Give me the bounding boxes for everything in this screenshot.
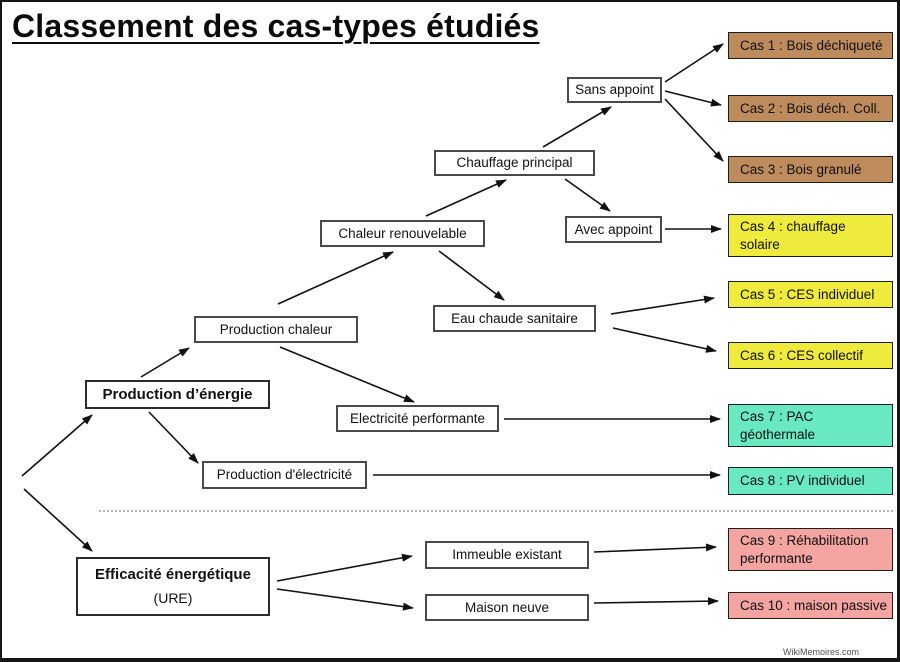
case-box-cas-5: Cas 5 : CES individuel [728, 281, 893, 308]
case-box-cas-9: Cas 9 : Réhabilitation performante [728, 528, 893, 571]
node-avec-appoint: Avec appoint [565, 216, 662, 243]
node-electricite-performante: Electricité performante [336, 405, 499, 432]
node-label: Avec appoint [574, 221, 653, 237]
case-box-cas-8: Cas 8 : PV individuel [728, 467, 893, 495]
arrow-start-to-efficacite-energetique [23, 488, 93, 552]
node-immeuble-existant: Immeuble existant [425, 541, 589, 569]
arrow-chaleur-renouvelable-to-chauffage-principal [425, 179, 507, 217]
node-chaleur-renouvelable: Chaleur renouvelable [320, 220, 485, 247]
node-label: Immeuble existant [452, 547, 562, 562]
case-label: Cas 5 : CES individuel [740, 286, 875, 302]
node-eau-chaude-sanitaire: Eau chaude sanitaire [433, 305, 596, 332]
node-label: Chauffage principal [456, 155, 573, 170]
case-box-cas-7: Cas 7 : PAC géothermale [728, 404, 893, 447]
arrow-chauffage-principal-to-avec-appoint [564, 178, 611, 212]
node-sans-appoint: Sans appoint [567, 77, 662, 103]
arrow-eau-chaude-sanitaire-to-cas-5 [610, 295, 715, 315]
node-label: Production d’énergie [102, 385, 253, 403]
case-label: Cas 10 : maison passive [740, 597, 888, 613]
case-box-cas-2: Cas 2 : Bois déch. Coll. [728, 95, 893, 122]
arrow-efficacite-energetique-to-immeuble-existant [276, 553, 413, 582]
case-label: Cas 7 : PAC géothermale [740, 408, 816, 442]
node-label: Electricité performante [349, 410, 486, 426]
node-label: Production chaleur [219, 321, 333, 337]
case-label: Cas 3 : Bois granulé [740, 161, 862, 177]
node-label: Efficacité énergétique [95, 566, 251, 583]
arrow-eau-chaude-sanitaire-to-cas-6 [612, 327, 717, 353]
case-box-cas-3: Cas 3 : Bois granulé [728, 156, 893, 183]
case-label: Cas 8 : PV individuel [740, 473, 865, 488]
page-title: Classement des cas-types étudiés [12, 8, 540, 44]
case-box-cas-1: Cas 1 : Bois déchiqueté [728, 32, 893, 59]
arrow-chaleur-renouvelable-to-eau-chaude-sanitaire [438, 250, 505, 301]
case-box-cas-6: Cas 6 : CES collectif [728, 342, 893, 369]
node-label: Sans appoint [575, 82, 654, 97]
arrow-production-chaleur-to-chaleur-renouvelable [277, 251, 394, 305]
arrow-immeuble-existant-to-cas-9 [593, 543, 717, 553]
case-label: Cas 2 : Bois déch. Coll. [740, 100, 881, 116]
arrow-sans-appoint-to-cas-1 [664, 43, 724, 83]
arrow-efficacite-energetique-to-maison-neuve [276, 588, 414, 611]
node-production-electricite: Production d'électricité [202, 461, 367, 489]
node-label: Maison neuve [464, 599, 550, 615]
arrow-start-to-production-energie [21, 414, 93, 477]
node-label: Production d'électricité [216, 467, 353, 482]
arrow-sans-appoint-to-cas-2 [664, 90, 722, 107]
node-label: Chaleur renouvelable [338, 225, 467, 241]
node-efficacite-energetique: Efficacité énergétique (URE) [76, 557, 270, 616]
case-label: Cas 6 : CES collectif [740, 347, 864, 363]
watermark: WikiMemoires.com [782, 647, 859, 657]
arrow-production-energie-to-production-electricite [148, 411, 199, 464]
node-label: Eau chaude sanitaire [451, 310, 578, 326]
node-sublabel: (URE) [153, 590, 193, 606]
arrow-sans-appoint-to-cas-3 [664, 98, 724, 162]
case-label: Cas 1 : Bois déchiqueté [740, 37, 883, 53]
node-maison-neuve: Maison neuve [425, 594, 589, 621]
case-label: Cas 4 : chauffage solaire [740, 218, 846, 252]
arrow-chauffage-principal-to-sans-appoint [542, 106, 612, 148]
case-box-cas-10: Cas 10 : maison passive [728, 592, 893, 619]
node-chauffage-principal: Chauffage principal [434, 150, 595, 176]
node-production-energie: Production d’énergie [85, 380, 270, 409]
arrow-production-chaleur-to-electricite-performante [279, 346, 415, 403]
node-production-chaleur: Production chaleur [194, 316, 358, 343]
arrow-maison-neuve-to-cas-10 [593, 597, 719, 606]
case-label: Cas 9 : Réhabilitation performante [740, 532, 869, 566]
case-box-cas-4: Cas 4 : chauffage solaire [728, 214, 893, 257]
arrow-production-energie-to-production-chaleur [140, 347, 190, 378]
